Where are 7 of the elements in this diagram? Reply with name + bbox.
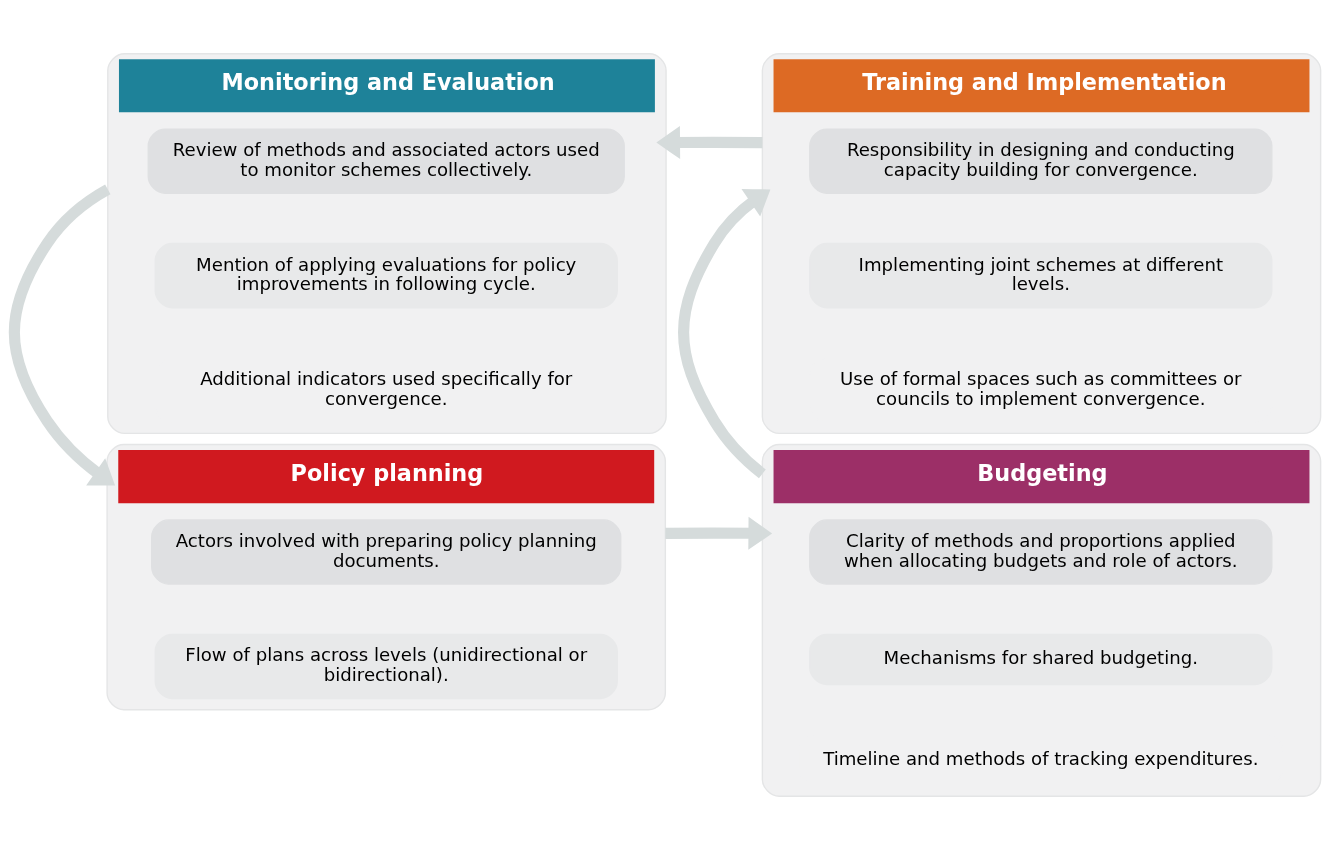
arrow — [678, 188, 771, 478]
node-text: Additional indicators used specifically for convergence. — [200, 367, 573, 409]
arrow — [665, 516, 773, 550]
arrow — [656, 125, 763, 159]
node-text: Timeline and methods of tracking expenditures. — [823, 747, 1259, 769]
node-text: Use of formal spaces such as committees or councils to implement convergence. — [840, 367, 1242, 409]
arrow — [8, 184, 116, 485]
